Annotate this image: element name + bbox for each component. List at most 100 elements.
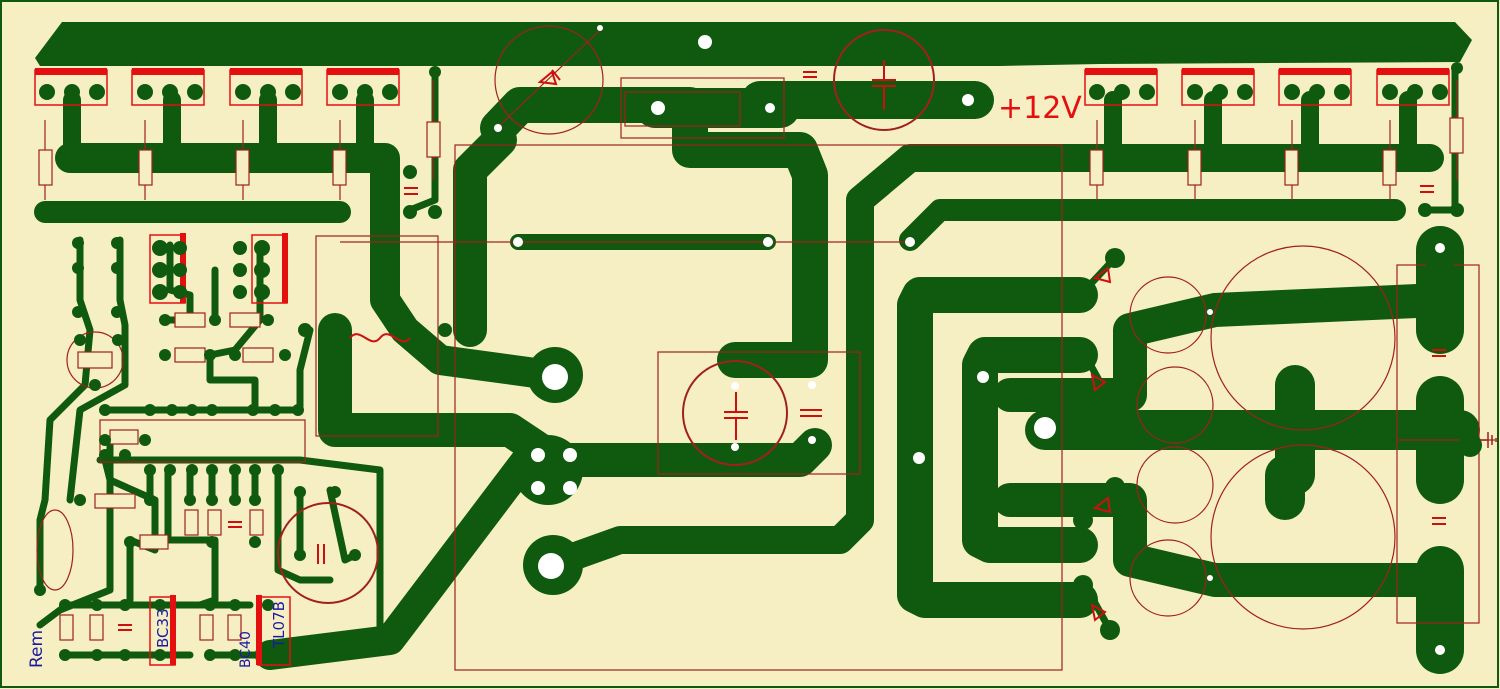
big-cap-outline-6 [1210,444,1396,630]
pad [254,240,270,256]
resistor-icon [174,347,206,363]
capacitor-icon [1432,349,1446,357]
resistor-icon [174,312,206,328]
driver-box [251,234,288,304]
resistor-icon [38,149,53,186]
pad [1073,345,1093,365]
pad [184,494,196,506]
pad [1073,510,1093,530]
rect-outline-inner [962,337,1098,563]
drill [698,35,712,49]
pad [173,285,187,299]
pad [59,599,71,611]
pad [260,84,276,100]
pad [229,649,241,661]
big-cap-outline-2 [833,29,935,131]
symbol-marks [118,60,1446,631]
pad [119,449,131,461]
ic-label-left-a: BC33 [154,608,172,648]
header-bar [230,68,302,75]
gate-bus-right-2 [899,199,1406,251]
pad [1418,203,1432,217]
pad [1105,477,1125,497]
pad [279,349,291,361]
pad [119,599,131,611]
pad [187,84,203,100]
pad [154,599,166,611]
center-tap-trace [453,123,517,347]
resistor-icon [89,614,104,641]
pad [349,549,361,561]
pad [64,84,80,100]
header-bar [35,68,107,75]
diode-icon [1092,266,1112,284]
crystal-outline [36,509,74,591]
pad [119,649,131,661]
ground-bus-top [35,22,1472,66]
capacitor-icon [109,429,139,445]
connector-highlights [35,68,1449,665]
drill [905,237,915,247]
pad [1100,620,1120,640]
pad [74,334,86,346]
pad [1334,84,1350,100]
pad [357,84,373,100]
ic-label-left-b: BC40 [238,631,254,668]
pad [1073,280,1093,300]
mosfet-box [1376,69,1450,106]
pad [91,599,103,611]
resistor-icon [1187,149,1202,186]
transformer-outline [620,77,785,139]
capacitor-icon [1420,185,1434,193]
capacitor-icon [228,521,242,528]
pad [332,84,348,100]
capacitor-icon [118,624,132,631]
ground-icon [1480,432,1497,448]
diode-icon [1092,496,1112,514]
header-bar [327,68,399,75]
pad [233,263,247,277]
pad [229,349,241,361]
rect-upper [993,283,1457,412]
pad [294,549,306,561]
pad [206,464,218,476]
pad [39,84,55,100]
pad [233,285,247,299]
pad [428,205,442,219]
resistor-icon [332,149,347,186]
pad [204,649,216,661]
pad [1100,390,1120,410]
resistor-icon [249,509,264,536]
mosfet-box [1181,69,1255,106]
pad [209,314,221,326]
mosfet-box [131,69,205,106]
pad [254,262,270,278]
pad [403,165,417,179]
diode-icon [1090,373,1107,392]
pad [1458,433,1482,457]
pad [59,649,71,661]
pad [1450,203,1464,217]
big-cap-outline-1 [494,25,604,135]
signal-trace-b [66,236,129,504]
pad [1407,84,1423,100]
diode-icon [537,69,561,86]
pad [249,494,261,506]
pad [1139,84,1155,100]
transistor-icon [77,351,113,369]
pad [262,649,274,661]
resistor-icon [138,149,153,186]
resistor-icon [94,493,136,509]
pad [229,494,241,506]
rect-lower [993,483,1457,597]
pad [72,237,84,249]
ground-icon [718,30,734,49]
pad [1382,84,1398,100]
small-cap-r2 [1136,366,1214,444]
supply-voltage-label: +12V [998,91,1082,126]
resistor-icon [199,614,214,641]
pad [159,314,171,326]
resistor-icon [235,149,250,186]
pad [1284,84,1300,100]
